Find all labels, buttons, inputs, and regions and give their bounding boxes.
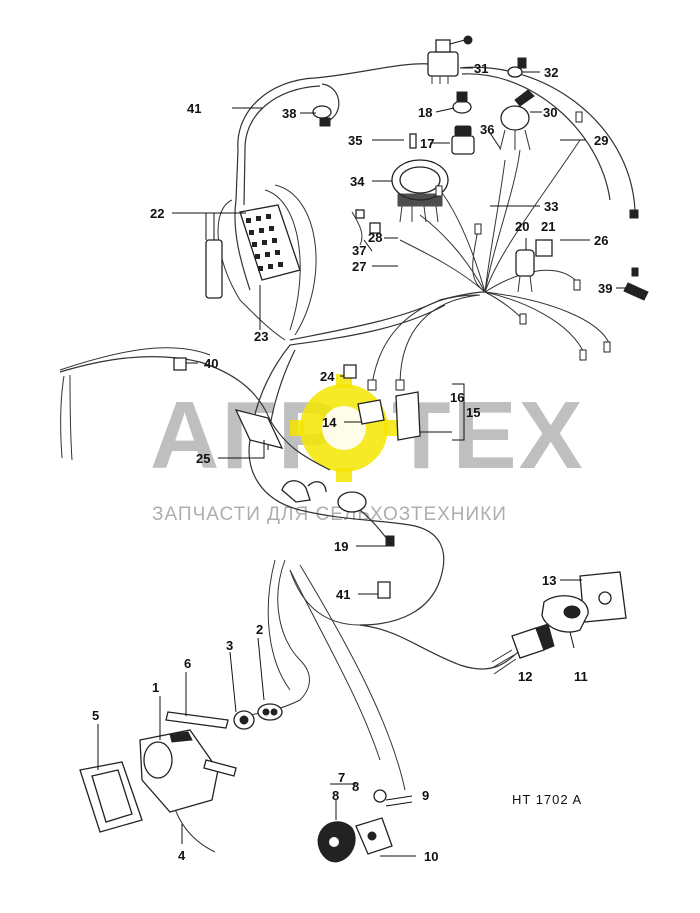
part-label-4: 4	[178, 848, 186, 863]
part-label-29: 29	[594, 133, 608, 148]
part-label-22: 22	[150, 206, 164, 221]
bulb-3	[233, 710, 255, 730]
part-label-14: 14	[322, 415, 337, 430]
part-label-18: 18	[418, 105, 432, 120]
bulb-9	[373, 789, 387, 803]
clamp-38-right	[623, 282, 649, 301]
drawing-code: HT 1702 A	[512, 792, 582, 807]
cable-37	[351, 211, 363, 246]
part-label-28: 28	[368, 230, 382, 245]
part-label-34: 34	[350, 174, 365, 189]
part-label-24: 24	[320, 369, 335, 384]
part-label-9: 9	[422, 788, 429, 803]
knob-17	[451, 125, 475, 155]
part-label-10: 10	[424, 849, 438, 864]
ignition-switch-31	[427, 35, 473, 84]
hook-part	[281, 480, 327, 503]
part-label-27: 27	[352, 259, 366, 274]
part-label-36: 36	[480, 122, 494, 137]
switch-30	[499, 89, 535, 151]
connector-block-25	[234, 409, 284, 449]
part-label-32: 32	[544, 65, 558, 80]
plug-12	[491, 623, 555, 675]
part-label-15: 15	[466, 405, 480, 420]
part-label-20: 20	[515, 219, 529, 234]
part-label-8a: 8	[352, 779, 359, 794]
part-label-11: 11	[574, 669, 588, 684]
clip-24	[343, 364, 357, 379]
fuse-box-22	[205, 204, 301, 299]
part-label-6: 6	[184, 656, 191, 671]
gauge-34	[391, 159, 449, 223]
part-label-8: 8	[332, 788, 339, 803]
switch-panel-14	[357, 391, 421, 441]
part-label-35: 35	[348, 133, 362, 148]
part-label-2: 2	[256, 622, 263, 637]
part-label-30: 30	[543, 105, 557, 120]
wire-end-terminals	[367, 111, 639, 391]
part-label-3: 3	[226, 638, 233, 653]
watermark-tagline: ЗАПЧАСТИ ДЛЯ СЕЛЬХОЗТЕХНИКИ	[152, 504, 507, 525]
headlamp-1	[139, 729, 219, 813]
clip-39	[173, 357, 187, 371]
part-label-31: 31	[474, 61, 488, 76]
bracket-10	[355, 817, 393, 855]
part-label-38-top: 38	[282, 106, 296, 121]
part-label-25: 25	[196, 451, 210, 466]
part-label-7: 7	[338, 770, 345, 785]
part-label-41: 41	[187, 101, 201, 116]
socket-11	[541, 595, 589, 649]
lamp-19	[337, 491, 395, 547]
part-label-19: 19	[334, 539, 348, 554]
watermark: АГР ТЕХ ЗАПЧАСТИ ДЛЯ СЕЛЬХОЗТЕХНИКИ	[150, 374, 585, 525]
part-label-23: 23	[254, 329, 268, 344]
part-label-26: 26	[594, 233, 608, 248]
key-32	[507, 57, 527, 78]
lamp-8	[317, 821, 356, 863]
clip-35	[409, 133, 417, 149]
frame-5	[79, 761, 143, 833]
part-label-39: 40	[204, 356, 218, 371]
connector-28	[355, 209, 381, 234]
part-label-21: 21	[541, 219, 555, 234]
part-label-1: 1	[152, 680, 159, 695]
wires	[59, 63, 636, 853]
part-label-17: 17	[420, 136, 434, 151]
ring-18	[452, 91, 472, 114]
part-label-12: 12	[518, 669, 532, 684]
part-label-38-right: 39	[598, 281, 612, 296]
socket-2	[257, 703, 283, 721]
part-label-5: 5	[92, 708, 99, 723]
part-label-37: 37	[352, 243, 366, 258]
part-label-40: 41	[336, 587, 350, 602]
relay-20	[515, 249, 535, 293]
part-label-13: 13	[542, 573, 556, 588]
part-label-33: 33	[544, 199, 558, 214]
clamp-38-top	[312, 105, 332, 127]
part-number-labels: 41 38 31 32 18 30 36 35 17 29 34 33 22 2…	[92, 61, 612, 864]
watermark-logo-right: ТЕХ	[392, 382, 585, 489]
bracket-21	[535, 239, 553, 257]
leader-lines	[97, 67, 626, 857]
bar-6	[165, 711, 237, 777]
part-label-16: 16	[450, 390, 464, 405]
clip-40	[377, 581, 391, 599]
